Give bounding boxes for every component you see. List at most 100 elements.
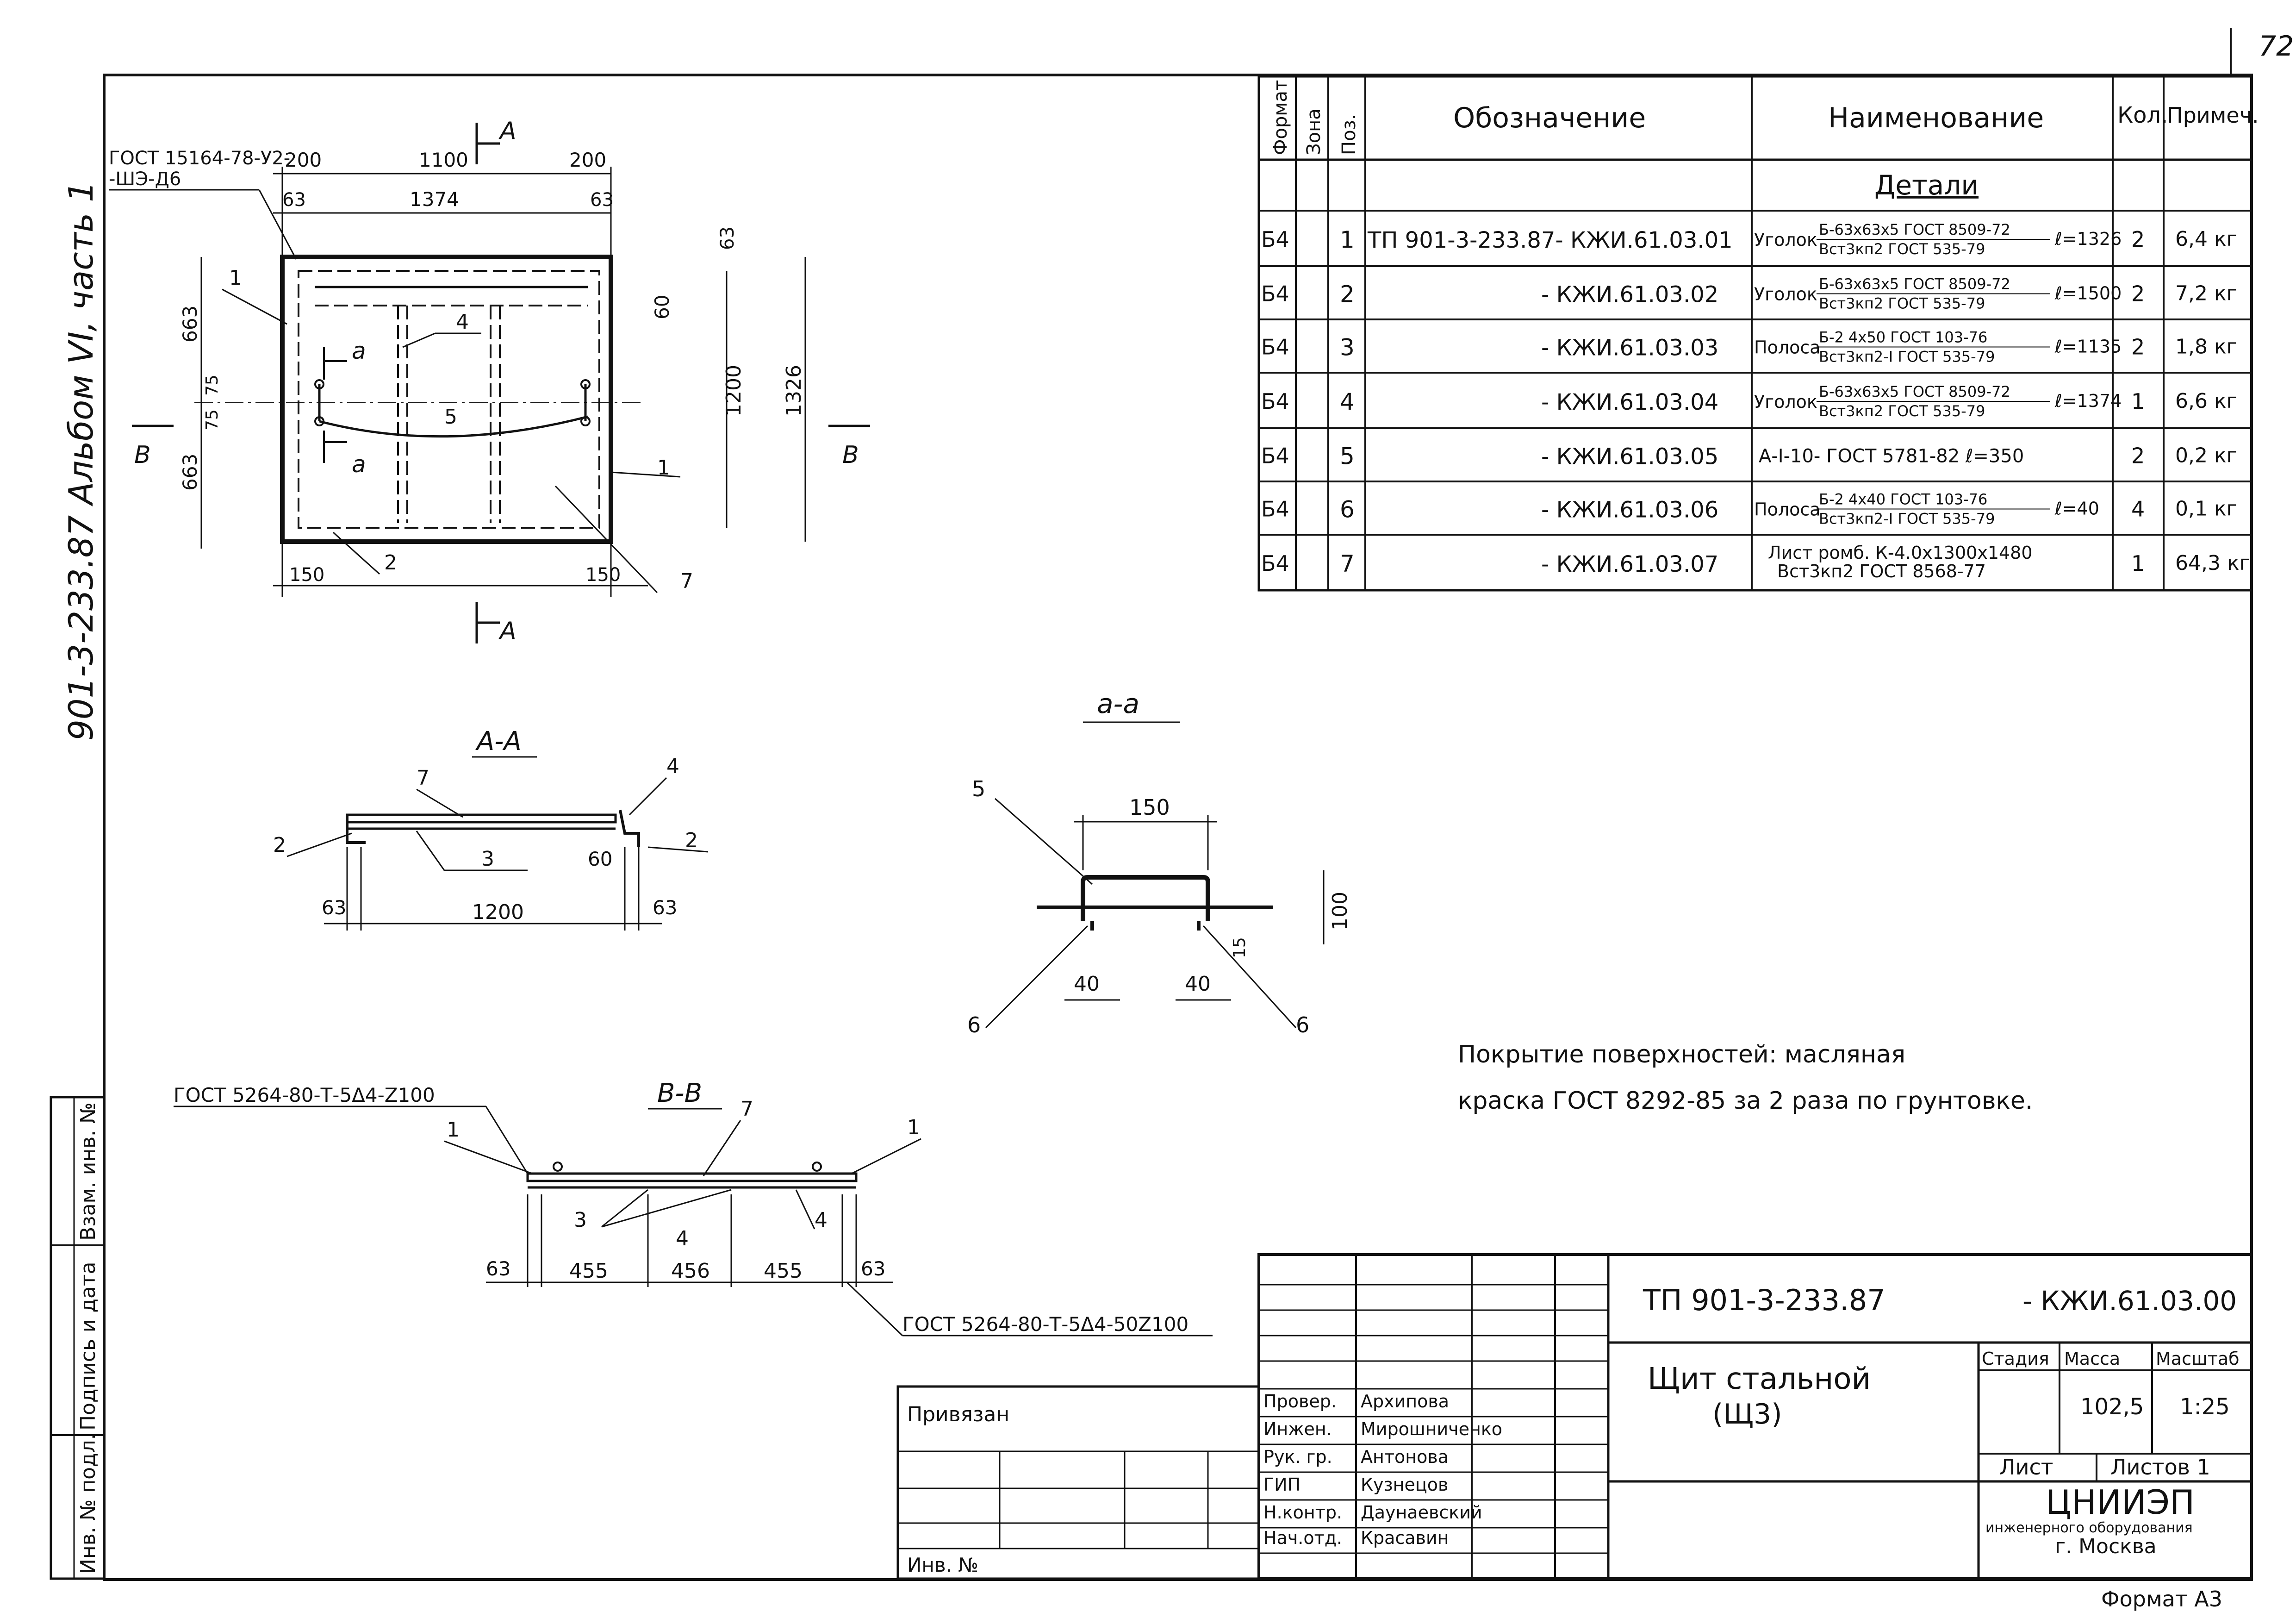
row-pos: 3	[1340, 334, 1355, 361]
row-name-bottom: Вст3кп2 ГОСТ 8568-77	[1777, 561, 1986, 581]
dim-1200-plan: 1200	[722, 365, 746, 417]
bb-leader-1-left	[444, 1140, 533, 1174]
row-name-bottom: Вст3кп2-I ГОСТ 535-79	[1819, 510, 1995, 528]
row-note: 6,4 кг	[2175, 227, 2237, 251]
title-name-1: Щит стальной	[1648, 1362, 1871, 1396]
bb-leader-3b	[601, 1189, 732, 1228]
row-designation: ТП 901-3-233.87- КЖИ.61.03.01	[1367, 227, 1733, 253]
bb-leader-3a	[601, 1189, 648, 1228]
org-sub: инженерного оборудования	[1985, 1520, 2193, 1536]
dim-150-right: 150	[585, 564, 621, 586]
aa-dim-150: 150	[1129, 795, 1170, 820]
handle-rod	[319, 415, 588, 438]
row-length: ℓ=40	[2054, 499, 2099, 519]
aa-leader-4	[628, 777, 667, 816]
stamp-inv-podl: Инв. № подл.	[76, 1433, 100, 1574]
aa-leader-2-right	[647, 846, 709, 853]
plan-leader-1-right	[610, 471, 681, 478]
row-name-top: Лист ромб. К-4.0х1300х1480	[1768, 543, 2033, 563]
stage-label: Стадия	[1982, 1349, 2049, 1369]
row-format: Б4	[1261, 335, 1289, 360]
row-name-bottom: Вст3кп2 ГОСТ 535-79	[1819, 240, 1985, 258]
bb-dim-63-left: 63	[486, 1257, 510, 1280]
row-format: Б4	[1261, 551, 1289, 576]
row-qty: 2	[2131, 443, 2145, 468]
approval-role: Провер.	[1263, 1391, 1337, 1412]
row-name-prefix: Полоса	[1754, 500, 1821, 520]
row-designation: - КЖИ.61.03.05	[1541, 444, 1718, 470]
bb-weld-bottom-leader	[846, 1281, 903, 1337]
row-designation: - КЖИ.61.03.03	[1541, 335, 1718, 361]
aa-pos-4: 4	[666, 755, 679, 778]
bb-leader-1-right	[851, 1138, 921, 1174]
section-a-bottom-label: А	[498, 617, 516, 645]
plan-leader-1	[222, 288, 287, 325]
row-name-bottom: Вст3кп2 ГОСТ 535-79	[1819, 295, 1985, 312]
row-format: Б4	[1261, 443, 1289, 468]
bb-pos-4-right: 4	[815, 1208, 828, 1232]
title-block: Привязан Инв. № ТП 901-3-233.87 - КЖИ.61…	[896, 1253, 2253, 1612]
aa-pos-6-right: 6	[1296, 1012, 1309, 1037]
plan-pos-7: 7	[680, 569, 693, 593]
aa-handle-profile	[1081, 875, 1210, 921]
section-a-top-label: А	[498, 117, 516, 145]
row-name-bottom: Вст3кп2 ГОСТ 535-79	[1819, 402, 1985, 420]
spec-row: Б4 7 - КЖИ.61.03.07 Лист ромб. К-4.0х1300х1…	[1261, 543, 2250, 581]
aa-leader-6-left	[985, 925, 1089, 1029]
row-note: 0,2 кг	[2175, 444, 2237, 468]
aa-leader-6-right	[1202, 925, 1297, 1029]
dim-663-top: 663	[179, 306, 201, 343]
row-pos: 7	[1340, 550, 1355, 577]
bb-dim-455-left: 455	[569, 1259, 608, 1283]
row-qty: 4	[2131, 497, 2145, 522]
section-bb-title: В-В	[657, 1078, 702, 1108]
section-aa-title: А-А	[475, 726, 522, 756]
approval-name: Даунаевский	[1361, 1502, 1482, 1523]
title-code: - КЖИ.61.03.00	[2022, 1285, 2237, 1317]
gost-leader	[258, 189, 297, 260]
aa-pos-7: 7	[417, 766, 429, 790]
section-bb: В-В ГОСТ 5264-80-Т-5Δ4-Z100 63 455 456 4…	[174, 1078, 1213, 1337]
row-note: 6,6 кг	[2175, 389, 2237, 413]
row-name-top: Б-2 4х40 ГОСТ 103-76	[1819, 491, 1987, 508]
dim-75-b: 75	[203, 409, 222, 431]
page-number: 72	[2259, 30, 2294, 62]
bb-pos-4-left: 4	[676, 1227, 689, 1250]
row-name-top: Б-63х63х5 ГОСТ 8509-72	[1819, 221, 2010, 238]
scale-label: Масштаб	[2156, 1349, 2240, 1369]
section-b-left-label: В	[134, 441, 151, 469]
header-qty: Кол.	[2117, 102, 2168, 128]
aa-dim-63-right: 63	[653, 896, 677, 919]
row-designation: - КЖИ.61.03.06	[1541, 497, 1718, 523]
aa-pos-2-right: 2	[685, 829, 698, 852]
section-small-aa: а-а 150 100 40 40 15 5 6 6	[967, 688, 1352, 1037]
header-name: Наименование	[1828, 102, 2044, 134]
coating-note-line-1: Покрытие поверхностей: масляная	[1458, 1041, 1905, 1068]
aa-pos-2-left: 2	[273, 833, 286, 857]
row-designation: - КЖИ.61.03.07	[1541, 551, 1718, 577]
aa-leader-5	[995, 798, 1093, 885]
org-city: г. Москва	[2055, 1535, 2157, 1558]
plan-inner-frame	[298, 270, 600, 529]
title-name-2: (Щ3)	[1712, 1398, 1782, 1430]
aa-dim-100: 100	[1328, 892, 1352, 931]
row-qty: 2	[2131, 227, 2145, 252]
bb-pos-1-right: 1	[907, 1116, 920, 1139]
bb-weld-leader	[485, 1106, 529, 1174]
approval-name: Красавин	[1361, 1528, 1449, 1548]
bb-dim-455-right: 455	[764, 1259, 803, 1283]
row-note: 7,2 кг	[2175, 282, 2237, 306]
row-length: ℓ=1326	[2054, 229, 2122, 249]
approval-name: Антонова	[1361, 1447, 1449, 1467]
header-zone: Зона	[1303, 108, 1325, 155]
format-label: Формат А3	[2101, 1587, 2222, 1612]
aa-pos-6-left: 6	[967, 1012, 981, 1037]
row-name-prefix: Полоса	[1754, 337, 1821, 358]
bb-pin-right	[812, 1162, 822, 1172]
row-name: А-I-10- ГОСТ 5781-82 ℓ=350	[1759, 446, 2024, 467]
